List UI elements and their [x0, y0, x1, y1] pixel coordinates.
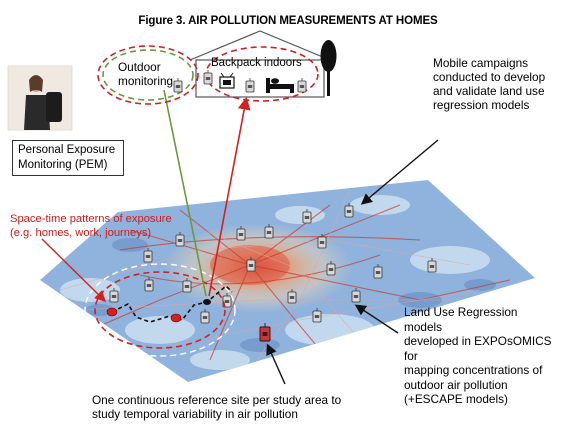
outdoor-monitoring-ellipse — [97, 45, 199, 105]
pem-box: Personal Exposure Monitoring (PEM) — [12, 140, 124, 176]
tree-icon — [320, 40, 337, 96]
outdoor-monitoring-label: Outdoor monitoring — [118, 60, 174, 88]
mobile-campaigns-label: Mobile campaigns conducted to develop an… — [433, 56, 546, 112]
figure-title: Figure 3. AIR POLLUTION MEASUREMENTS AT … — [138, 15, 438, 27]
lur-label: Land Use Regression models developed in … — [404, 305, 552, 406]
house-icon — [189, 30, 331, 98]
backpack-person-photo — [7, 65, 73, 131]
tv-icon — [219, 72, 235, 89]
red-connector — [208, 96, 251, 297]
space-time-arrow — [41, 238, 106, 302]
indoor-monitor-icon-2 — [245, 77, 255, 93]
indoor-monitor-icon-1 — [203, 69, 213, 85]
reference-site-icon — [259, 323, 271, 342]
backpack-indoors-label: Backpack indoors — [211, 57, 302, 69]
exposure-route — [84, 263, 236, 357]
bed-icon — [266, 78, 294, 93]
lur-arrow — [354, 304, 399, 334]
reference-site-label: One continuous reference site per study … — [92, 393, 342, 421]
space-time-label: Space-time patterns of exposure (e.g. ho… — [10, 213, 172, 239]
reference-site-arrow — [266, 343, 286, 385]
green-connector — [163, 89, 207, 297]
indoor-monitor-icon-3 — [297, 77, 307, 93]
mobile-campaign-arrow — [360, 139, 439, 205]
